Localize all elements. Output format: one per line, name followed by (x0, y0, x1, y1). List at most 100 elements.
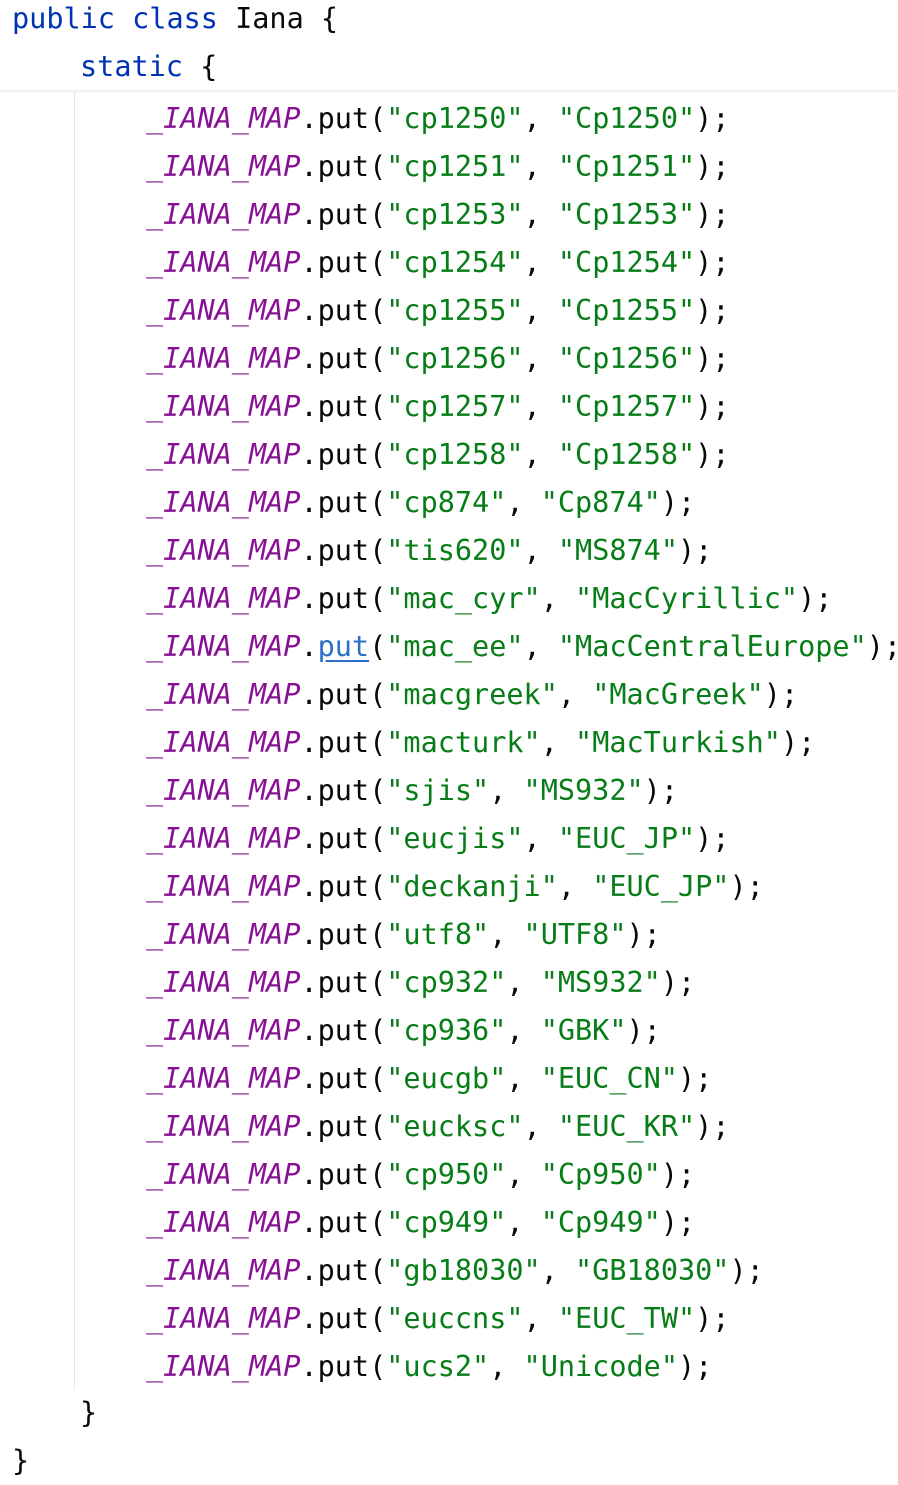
code-line[interactable]: _IANA_MAP.put("eucjis", "EUC_JP"); (146, 815, 729, 863)
field-reference[interactable]: _IANA_MAP (146, 1062, 301, 1095)
method-call[interactable]: put (317, 246, 370, 279)
comma-separator: , (557, 870, 593, 903)
method-call[interactable]: put (317, 198, 370, 231)
code-line[interactable]: _IANA_MAP.put("euccns", "EUC_TW"); (146, 1295, 729, 1343)
static-block-close-line[interactable]: } (80, 1389, 97, 1437)
method-call[interactable]: put (317, 1206, 370, 1239)
code-line[interactable]: _IANA_MAP.put("cp1257", "Cp1257"); (146, 383, 729, 431)
code-line[interactable]: _IANA_MAP.put("cp1254", "Cp1254"); (146, 239, 729, 287)
method-call[interactable]: put (317, 918, 370, 951)
code-line[interactable]: _IANA_MAP.put("cp936", "GBK"); (146, 1007, 661, 1055)
field-reference[interactable]: _IANA_MAP (146, 342, 301, 375)
code-line[interactable]: _IANA_MAP.put("cp1253", "Cp1253"); (146, 191, 729, 239)
method-call[interactable]: put (317, 486, 370, 519)
code-line[interactable]: _IANA_MAP.put("mac_cyr", "MacCyrillic"); (146, 575, 832, 623)
code-line[interactable]: _IANA_MAP.put("cp1256", "Cp1256"); (146, 335, 729, 383)
field-reference[interactable]: _IANA_MAP (146, 246, 301, 279)
method-call[interactable]: put (317, 438, 370, 471)
method-call[interactable]: put (317, 1350, 370, 1383)
method-call[interactable]: put (317, 150, 370, 183)
open-paren: ( (369, 1350, 387, 1383)
code-line[interactable]: _IANA_MAP.put("eucksc", "EUC_KR"); (146, 1103, 729, 1151)
method-call[interactable]: put (317, 630, 370, 663)
method-call[interactable]: put (317, 726, 370, 759)
field-reference[interactable]: _IANA_MAP (146, 1158, 301, 1191)
string-literal-key: "cp1257" (386, 390, 524, 423)
field-reference[interactable]: _IANA_MAP (146, 918, 301, 951)
field-reference[interactable]: _IANA_MAP (146, 870, 301, 903)
field-reference[interactable]: _IANA_MAP (146, 1110, 301, 1143)
code-line[interactable]: _IANA_MAP.put("macgreek", "MacGreek"); (146, 671, 798, 719)
code-line[interactable]: _IANA_MAP.put("cp1250", "Cp1250"); (146, 95, 729, 143)
code-line[interactable]: _IANA_MAP.put("cp932", "MS932"); (146, 959, 695, 1007)
method-call[interactable]: put (317, 1110, 370, 1143)
code-line[interactable]: _IANA_MAP.put("cp949", "Cp949"); (146, 1199, 695, 1247)
code-line[interactable]: _IANA_MAP.put("cp1251", "Cp1251"); (146, 143, 729, 191)
code-line[interactable]: _IANA_MAP.put("cp1258", "Cp1258"); (146, 431, 729, 479)
statement-terminator: ); (695, 102, 730, 135)
code-line[interactable]: _IANA_MAP.put("cp1255", "Cp1255"); (146, 287, 729, 335)
method-call[interactable]: put (317, 534, 370, 567)
method-call[interactable]: put (317, 1302, 370, 1335)
code-line[interactable]: _IANA_MAP.put("utf8", "UTF8"); (146, 911, 661, 959)
field-reference[interactable]: _IANA_MAP (146, 1206, 301, 1239)
method-call[interactable]: put (317, 102, 370, 135)
field-reference[interactable]: _IANA_MAP (146, 102, 301, 135)
dot-operator: . (300, 198, 318, 231)
class-name[interactable]: Iana (235, 2, 304, 35)
method-call[interactable]: put (317, 582, 370, 615)
field-reference[interactable]: _IANA_MAP (146, 726, 301, 759)
method-call[interactable]: put (317, 822, 370, 855)
field-reference[interactable]: _IANA_MAP (146, 438, 301, 471)
code-line[interactable]: _IANA_MAP.put("cp950", "Cp950"); (146, 1151, 695, 1199)
comma-separator: , (523, 294, 558, 327)
field-reference[interactable]: _IANA_MAP (146, 630, 301, 663)
method-call[interactable]: put (317, 294, 370, 327)
field-reference[interactable]: _IANA_MAP (146, 1302, 301, 1335)
code-line[interactable]: _IANA_MAP.put("cp874", "Cp874"); (146, 479, 695, 527)
field-reference[interactable]: _IANA_MAP (146, 534, 301, 567)
method-call[interactable]: put (317, 1254, 370, 1287)
field-reference[interactable]: _IANA_MAP (146, 294, 301, 327)
code-line[interactable]: _IANA_MAP.put("gb18030", "GB18030"); (146, 1247, 764, 1295)
method-call[interactable]: put (317, 390, 370, 423)
dot-operator: . (300, 1158, 318, 1191)
comma-separator: , (506, 1014, 541, 1047)
code-line[interactable]: _IANA_MAP.put("macturk", "MacTurkish"); (146, 719, 815, 767)
field-reference[interactable]: _IANA_MAP (146, 1350, 301, 1383)
static-block-line[interactable]: static { (80, 43, 217, 91)
field-reference[interactable]: _IANA_MAP (146, 486, 301, 519)
code-line[interactable]: _IANA_MAP.put("sjis", "MS932"); (146, 767, 678, 815)
field-reference[interactable]: _IANA_MAP (146, 150, 301, 183)
method-call[interactable]: put (317, 774, 370, 807)
field-reference[interactable]: _IANA_MAP (146, 774, 301, 807)
method-call[interactable]: put (317, 342, 370, 375)
field-reference[interactable]: _IANA_MAP (146, 966, 301, 999)
field-reference[interactable]: _IANA_MAP (146, 1014, 301, 1047)
field-reference[interactable]: _IANA_MAP (146, 198, 301, 231)
method-call[interactable]: put (317, 1158, 370, 1191)
open-paren: ( (369, 246, 387, 279)
statement-terminator: ); (695, 390, 730, 423)
method-call[interactable]: put (317, 678, 370, 711)
field-reference[interactable]: _IANA_MAP (146, 678, 301, 711)
method-call[interactable]: put (317, 966, 370, 999)
code-line[interactable]: _IANA_MAP.put("eucgb", "EUC_CN"); (146, 1055, 712, 1103)
field-reference[interactable]: _IANA_MAP (146, 390, 301, 423)
code-line[interactable]: _IANA_MAP.put("tis620", "MS874"); (146, 527, 712, 575)
code-line[interactable]: _IANA_MAP.put("ucs2", "Unicode"); (146, 1343, 712, 1391)
field-reference[interactable]: _IANA_MAP (146, 822, 301, 855)
code-line[interactable]: _IANA_MAP.put("mac_ee", "MacCentralEurop… (146, 623, 898, 671)
method-call[interactable]: put (317, 1062, 370, 1095)
static-open-brace: { (200, 50, 218, 83)
keyword-public: public (12, 2, 115, 35)
string-literal-value: "EUC_JP" (592, 870, 730, 903)
method-call[interactable]: put (317, 870, 370, 903)
method-call[interactable]: put (317, 1014, 370, 1047)
class-close-line[interactable]: } (12, 1437, 29, 1485)
code-line[interactable]: _IANA_MAP.put("deckanji", "EUC_JP"); (146, 863, 764, 911)
class-declaration-line[interactable]: public class Iana { (12, 0, 338, 43)
field-reference[interactable]: _IANA_MAP (146, 582, 301, 615)
field-reference[interactable]: _IANA_MAP (146, 1254, 301, 1287)
